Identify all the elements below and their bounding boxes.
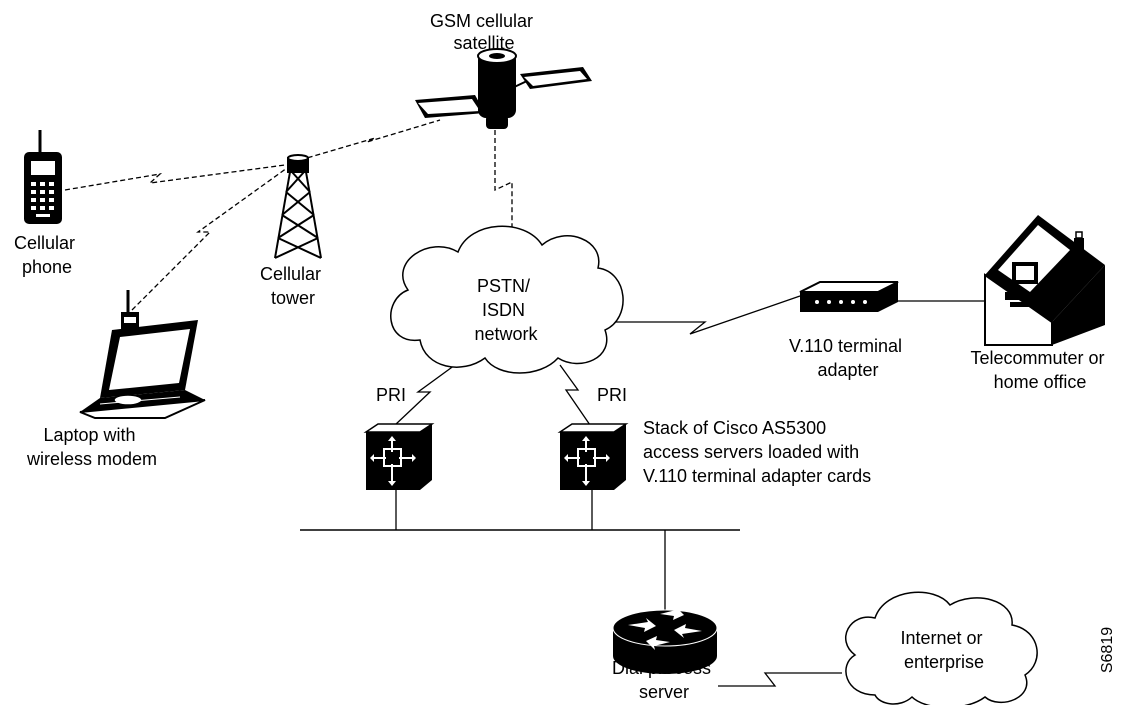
terminal-adapter-label: V.110 terminal adapter xyxy=(789,336,907,380)
link-pri-1 xyxy=(394,364,456,426)
link-router-internet xyxy=(718,672,842,687)
cellular-phone-icon xyxy=(24,130,62,224)
terminal-adapter-icon xyxy=(799,281,899,312)
link-pri-2 xyxy=(559,364,591,426)
satellite-icon xyxy=(415,48,592,129)
laptop-icon xyxy=(79,290,206,419)
internet-cloud xyxy=(845,591,1038,709)
cellular-phone-label: Cellular phone xyxy=(14,233,80,277)
access-server-2-icon xyxy=(557,423,629,490)
laptop-label: Laptop with wireless modem xyxy=(26,425,157,469)
home-office-icon xyxy=(984,215,1105,346)
access-server-stack-label: Stack of Cisco AS5300 access servers loa… xyxy=(643,418,871,486)
home-office-label: Telecommuter or home office xyxy=(970,348,1109,392)
link-pstn-adapter xyxy=(600,295,801,335)
pri-label-2: PRI xyxy=(597,385,627,405)
internet-label: Internet or enterprise xyxy=(900,628,987,672)
figure-id: S6819 xyxy=(1099,627,1116,673)
router-icon xyxy=(612,606,718,674)
link-satellite-pstn xyxy=(494,130,513,250)
satellite-label: GSM cellular satellite xyxy=(430,11,538,53)
cellular-tower-label: Cellular tower xyxy=(260,264,326,308)
link-phone-tower xyxy=(64,164,286,191)
cellular-tower-icon xyxy=(274,154,322,259)
link-tower-satellite xyxy=(299,119,441,161)
link-laptop-tower xyxy=(131,167,288,311)
pstn-cloud xyxy=(390,225,624,374)
access-server-1-icon xyxy=(363,423,435,490)
pstn-label: PSTN/ ISDN network xyxy=(474,276,538,344)
pri-label-1: PRI xyxy=(376,385,406,405)
dial-process-server-label: Dial process server xyxy=(612,658,716,702)
